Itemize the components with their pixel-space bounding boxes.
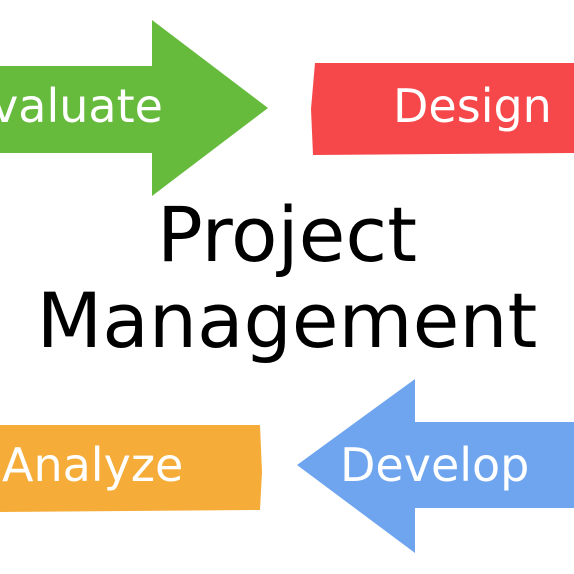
develop-label: Develop — [340, 438, 530, 492]
title: Project Management — [0, 192, 574, 364]
analyze-label: Analyze — [2, 438, 184, 492]
title-line-2: Management — [36, 276, 538, 365]
evaluate-arrow — [0, 20, 268, 196]
design-banner — [311, 63, 574, 155]
develop-arrow — [297, 379, 574, 553]
analyze-banner — [0, 425, 262, 512]
title-line-1: Project — [156, 190, 418, 279]
evaluate-label: Evaluate — [0, 79, 163, 133]
design-label: Design — [393, 79, 552, 133]
